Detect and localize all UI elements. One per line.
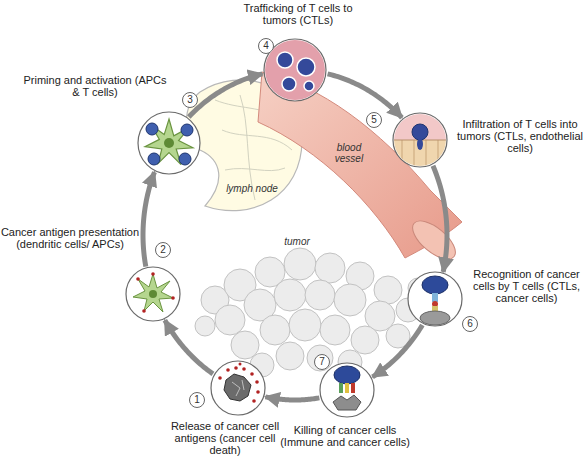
region-label: lymph node	[220, 183, 284, 194]
step-circle: 1Release of cancer cell antigens (cancer…	[210, 360, 266, 416]
lymph-node-lobule	[225, 168, 285, 171]
t-cells	[277, 52, 315, 91]
tumor-cells	[195, 248, 428, 377]
antigen	[432, 301, 438, 307]
step-circle: 7Killing of cancer cells (Immune and can…	[319, 362, 375, 418]
tumor-cell	[307, 345, 333, 371]
circle-border	[211, 361, 265, 415]
cycle-arrow	[165, 320, 213, 374]
vessel-lumen	[265, 40, 325, 100]
step-circle: 4Trafficking of T cells to tumors (CTLs)	[263, 38, 327, 102]
callout-number: 6	[462, 316, 478, 332]
tumor-cell	[351, 326, 379, 354]
recognition-icon	[420, 276, 450, 325]
dendritic-cell	[133, 274, 173, 312]
step-circle: 2Cancer antigen presentation (dendritic …	[125, 266, 181, 322]
priming-icon	[145, 119, 193, 165]
step-circle: 3Priming and activation (APCs & T cells)	[137, 111, 201, 175]
circle-border	[393, 113, 447, 167]
cell-nucleus	[149, 290, 157, 298]
vessel-lumen	[393, 113, 447, 140]
tumor-cell	[315, 253, 345, 283]
circle-outline	[407, 271, 463, 327]
tumor-cell	[320, 315, 350, 345]
t-cell-extension	[417, 138, 423, 150]
circle-border	[320, 363, 374, 417]
tumor-cell	[195, 316, 215, 336]
cell-crack	[232, 380, 244, 396]
tumor-cell	[289, 309, 321, 341]
t-cell	[412, 124, 428, 140]
receptor	[339, 383, 343, 393]
step-label: Priming and activation (APCs & T cells)	[20, 74, 170, 98]
cycle-arrow	[328, 74, 402, 118]
callout-number: 1	[189, 392, 205, 408]
dendritic-cell-icon	[133, 272, 175, 313]
dendritic-cell	[145, 119, 193, 165]
damaged-cancer-cell	[333, 395, 361, 410]
callout-number: 3	[182, 92, 198, 108]
circle-border	[126, 267, 180, 321]
step-label: Infiltration of T cells into tumors (CTL…	[452, 118, 588, 154]
circle-outline	[210, 360, 266, 416]
step-label: Killing of cancer cells (Immune and canc…	[275, 424, 415, 448]
trafficking-icon	[265, 40, 325, 100]
t-cell-receptor	[432, 293, 438, 302]
tumor-cell	[260, 315, 290, 345]
step-circle: 6Recognition of cancer cells by T cells …	[407, 271, 463, 327]
circle-border	[138, 112, 200, 174]
t-cells	[146, 123, 193, 165]
endothelium	[393, 140, 447, 167]
callout-number: 7	[314, 354, 330, 370]
circle-border	[408, 272, 462, 326]
t-cell	[422, 276, 448, 294]
killing-icon	[333, 366, 361, 410]
mhc-molecule	[432, 306, 438, 312]
callout-number: 2	[155, 242, 171, 258]
vessel-wall	[393, 139, 447, 140]
infiltration-icon	[393, 113, 447, 167]
cancer-cell	[420, 311, 450, 325]
callout-number: 4	[258, 38, 274, 54]
tumor-cell	[215, 305, 245, 335]
circle-outline	[125, 266, 181, 322]
blood-vessel-shape	[258, 72, 462, 266]
step-label: Cancer antigen presentation (dendritic c…	[0, 226, 140, 250]
t-cell	[334, 366, 360, 384]
cycle-arrow	[265, 397, 319, 400]
receptor	[351, 383, 355, 393]
blood-vessel-end	[406, 214, 461, 266]
callout-number: 5	[366, 112, 382, 128]
tumor-cell	[276, 342, 304, 370]
dying-cell	[224, 374, 251, 401]
antigen-dots	[136, 272, 175, 313]
dying-cancer-cell-icon	[218, 363, 260, 403]
tumor-cell	[284, 248, 316, 280]
tumor-cell	[305, 280, 335, 310]
tumor-cell	[374, 276, 402, 304]
step-label: Trafficking of T cells to tumors (CTLs)	[228, 2, 368, 26]
step-label: Recognition of cancer cells by T cells (…	[465, 268, 588, 304]
tumor-cell	[334, 284, 366, 316]
cycle-arrow	[373, 325, 423, 377]
region-label: blood vessel	[326, 142, 372, 164]
receptor	[345, 383, 349, 393]
circle-outline	[137, 111, 201, 175]
step-circle: 5Infiltration of T cells into tumors (CT…	[392, 112, 448, 168]
cycle-arrow	[143, 172, 154, 267]
endothelial-cell-border	[402, 140, 438, 167]
antigen-dots	[218, 363, 260, 403]
cycle-arrow	[433, 166, 447, 272]
tumor-cell	[274, 279, 306, 311]
circle-outline	[319, 362, 375, 418]
circle-outline	[392, 112, 448, 168]
cycle-arrow	[189, 74, 263, 117]
step-label: Release of cancer cell antigens (cancer …	[160, 420, 290, 456]
cell-nucleus	[164, 138, 174, 148]
region-label: tumor	[272, 236, 322, 247]
